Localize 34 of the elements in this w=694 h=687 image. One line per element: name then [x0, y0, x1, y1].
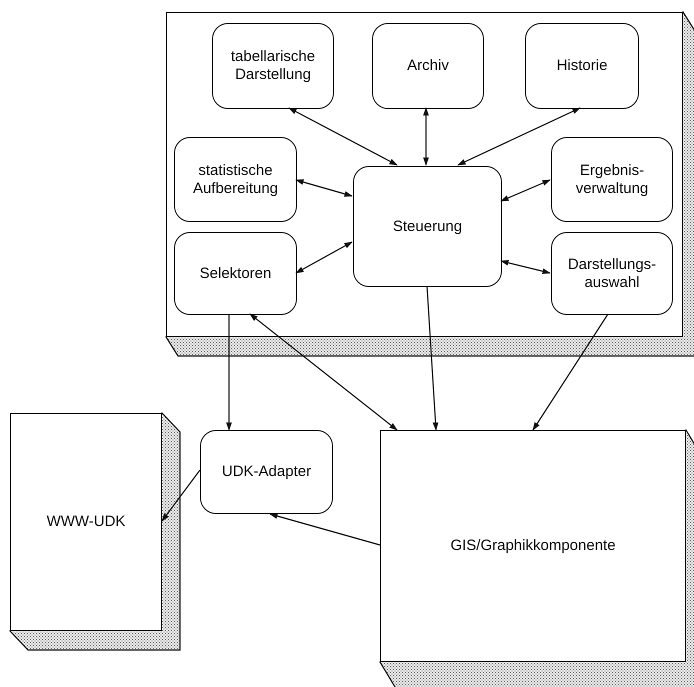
arrow [295, 179, 353, 197]
arrow [500, 179, 551, 202]
arrow [162, 470, 200, 522]
module-box [372, 23, 484, 109]
arrow [500, 260, 551, 274]
node-label: tabellarische Darstellung [230, 48, 316, 84]
node-label: Darstellungs- auswahl [566, 256, 658, 292]
arrow [423, 107, 429, 166]
module-box [174, 137, 297, 222]
arrow [426, 286, 438, 431]
module-box [212, 23, 334, 109]
component-block [10, 413, 162, 631]
arrow [269, 513, 380, 546]
node-label: UDK-Adapter [222, 463, 312, 481]
module-box [525, 23, 639, 109]
process-box [200, 430, 333, 514]
node-label: statistische Aufbereitung [192, 162, 280, 198]
module-box [174, 232, 297, 315]
node-label: Steuerung [392, 218, 462, 236]
arrow [249, 313, 398, 431]
arrow [532, 314, 608, 431]
arrow [295, 241, 353, 274]
arrow [226, 314, 232, 431]
node-label: Archiv [407, 57, 449, 75]
module-box [551, 137, 673, 222]
module-box [551, 232, 673, 315]
node-label: GIS/Graphikkomponente [450, 537, 616, 555]
arrow [288, 107, 398, 166]
module-box [353, 166, 502, 287]
node-label: Historie [556, 57, 608, 75]
arrow [457, 107, 581, 166]
node-label: Selektoren [200, 264, 272, 282]
node-label: WWW-UDK [46, 513, 126, 531]
node-label: Ergebnis- verwaltung [574, 162, 650, 198]
